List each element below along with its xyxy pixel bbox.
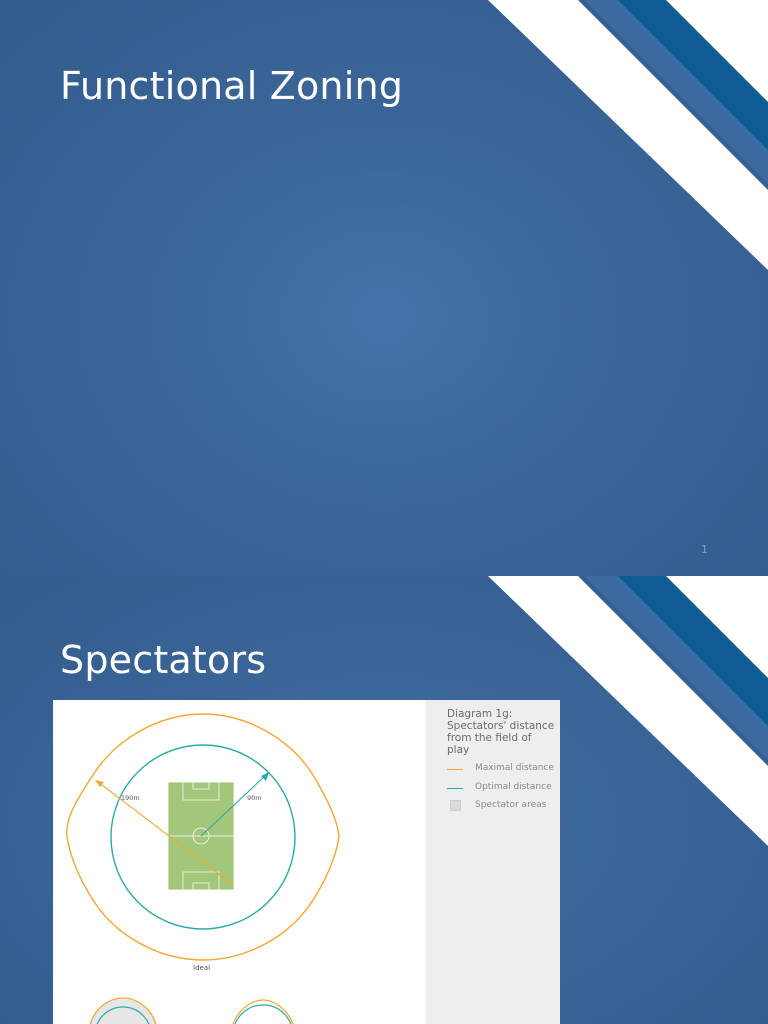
corner-white — [666, 576, 768, 678]
maximal-distance-label: 190m — [121, 794, 140, 802]
maximal-swatch — [447, 769, 463, 770]
mid-stripe — [584, 0, 768, 184]
optimal-distance-label: 90m — [247, 794, 262, 802]
blue-stripe — [618, 0, 768, 150]
slide-title: Spectators — [60, 638, 267, 682]
slide-title: Functional Zoning — [60, 64, 404, 108]
corner-decoration — [488, 576, 768, 846]
optimal-arrowhead — [261, 772, 269, 781]
optimal-swatch — [447, 788, 463, 789]
mid-stripe — [584, 576, 768, 760]
corner-white — [666, 0, 768, 102]
slide-1: Functional Zoning 1 — [0, 0, 768, 576]
optimal-distance-circle — [110, 744, 296, 930]
legend-label: Spectator areas — [475, 800, 547, 810]
lower-diagrams-partial — [88, 997, 294, 1024]
optimal-distance-arrow — [200, 774, 267, 837]
legend-label: Optimal distance — [475, 782, 552, 792]
slide-number: 1 — [701, 543, 708, 556]
maximal-distance-outline — [66, 713, 340, 961]
layout-label: Ideal — [193, 964, 210, 972]
white-stripe — [488, 0, 768, 270]
corner-decoration — [488, 0, 768, 270]
white-stripe — [488, 576, 768, 846]
diagram-title: Diagram 1g: Spectators' distance from th… — [447, 708, 555, 756]
slide-2: Spectators 190m 90 — [0, 576, 768, 1024]
spectator-area-swatch — [450, 800, 461, 811]
stadium-diagram: 190m 90m Ideal — [66, 713, 340, 1024]
legend-label: Maximal distance — [475, 763, 554, 773]
legend-panel: Diagram 1g: Spectators' distance from th… — [426, 700, 560, 1024]
maximal-distance-arrow — [97, 781, 232, 884]
spectator-distance-diagram: 190m 90m Ideal Diagram 1g: Spectators' d… — [53, 700, 560, 1024]
maximal-arrowhead — [95, 780, 104, 787]
blue-stripe — [618, 576, 768, 726]
